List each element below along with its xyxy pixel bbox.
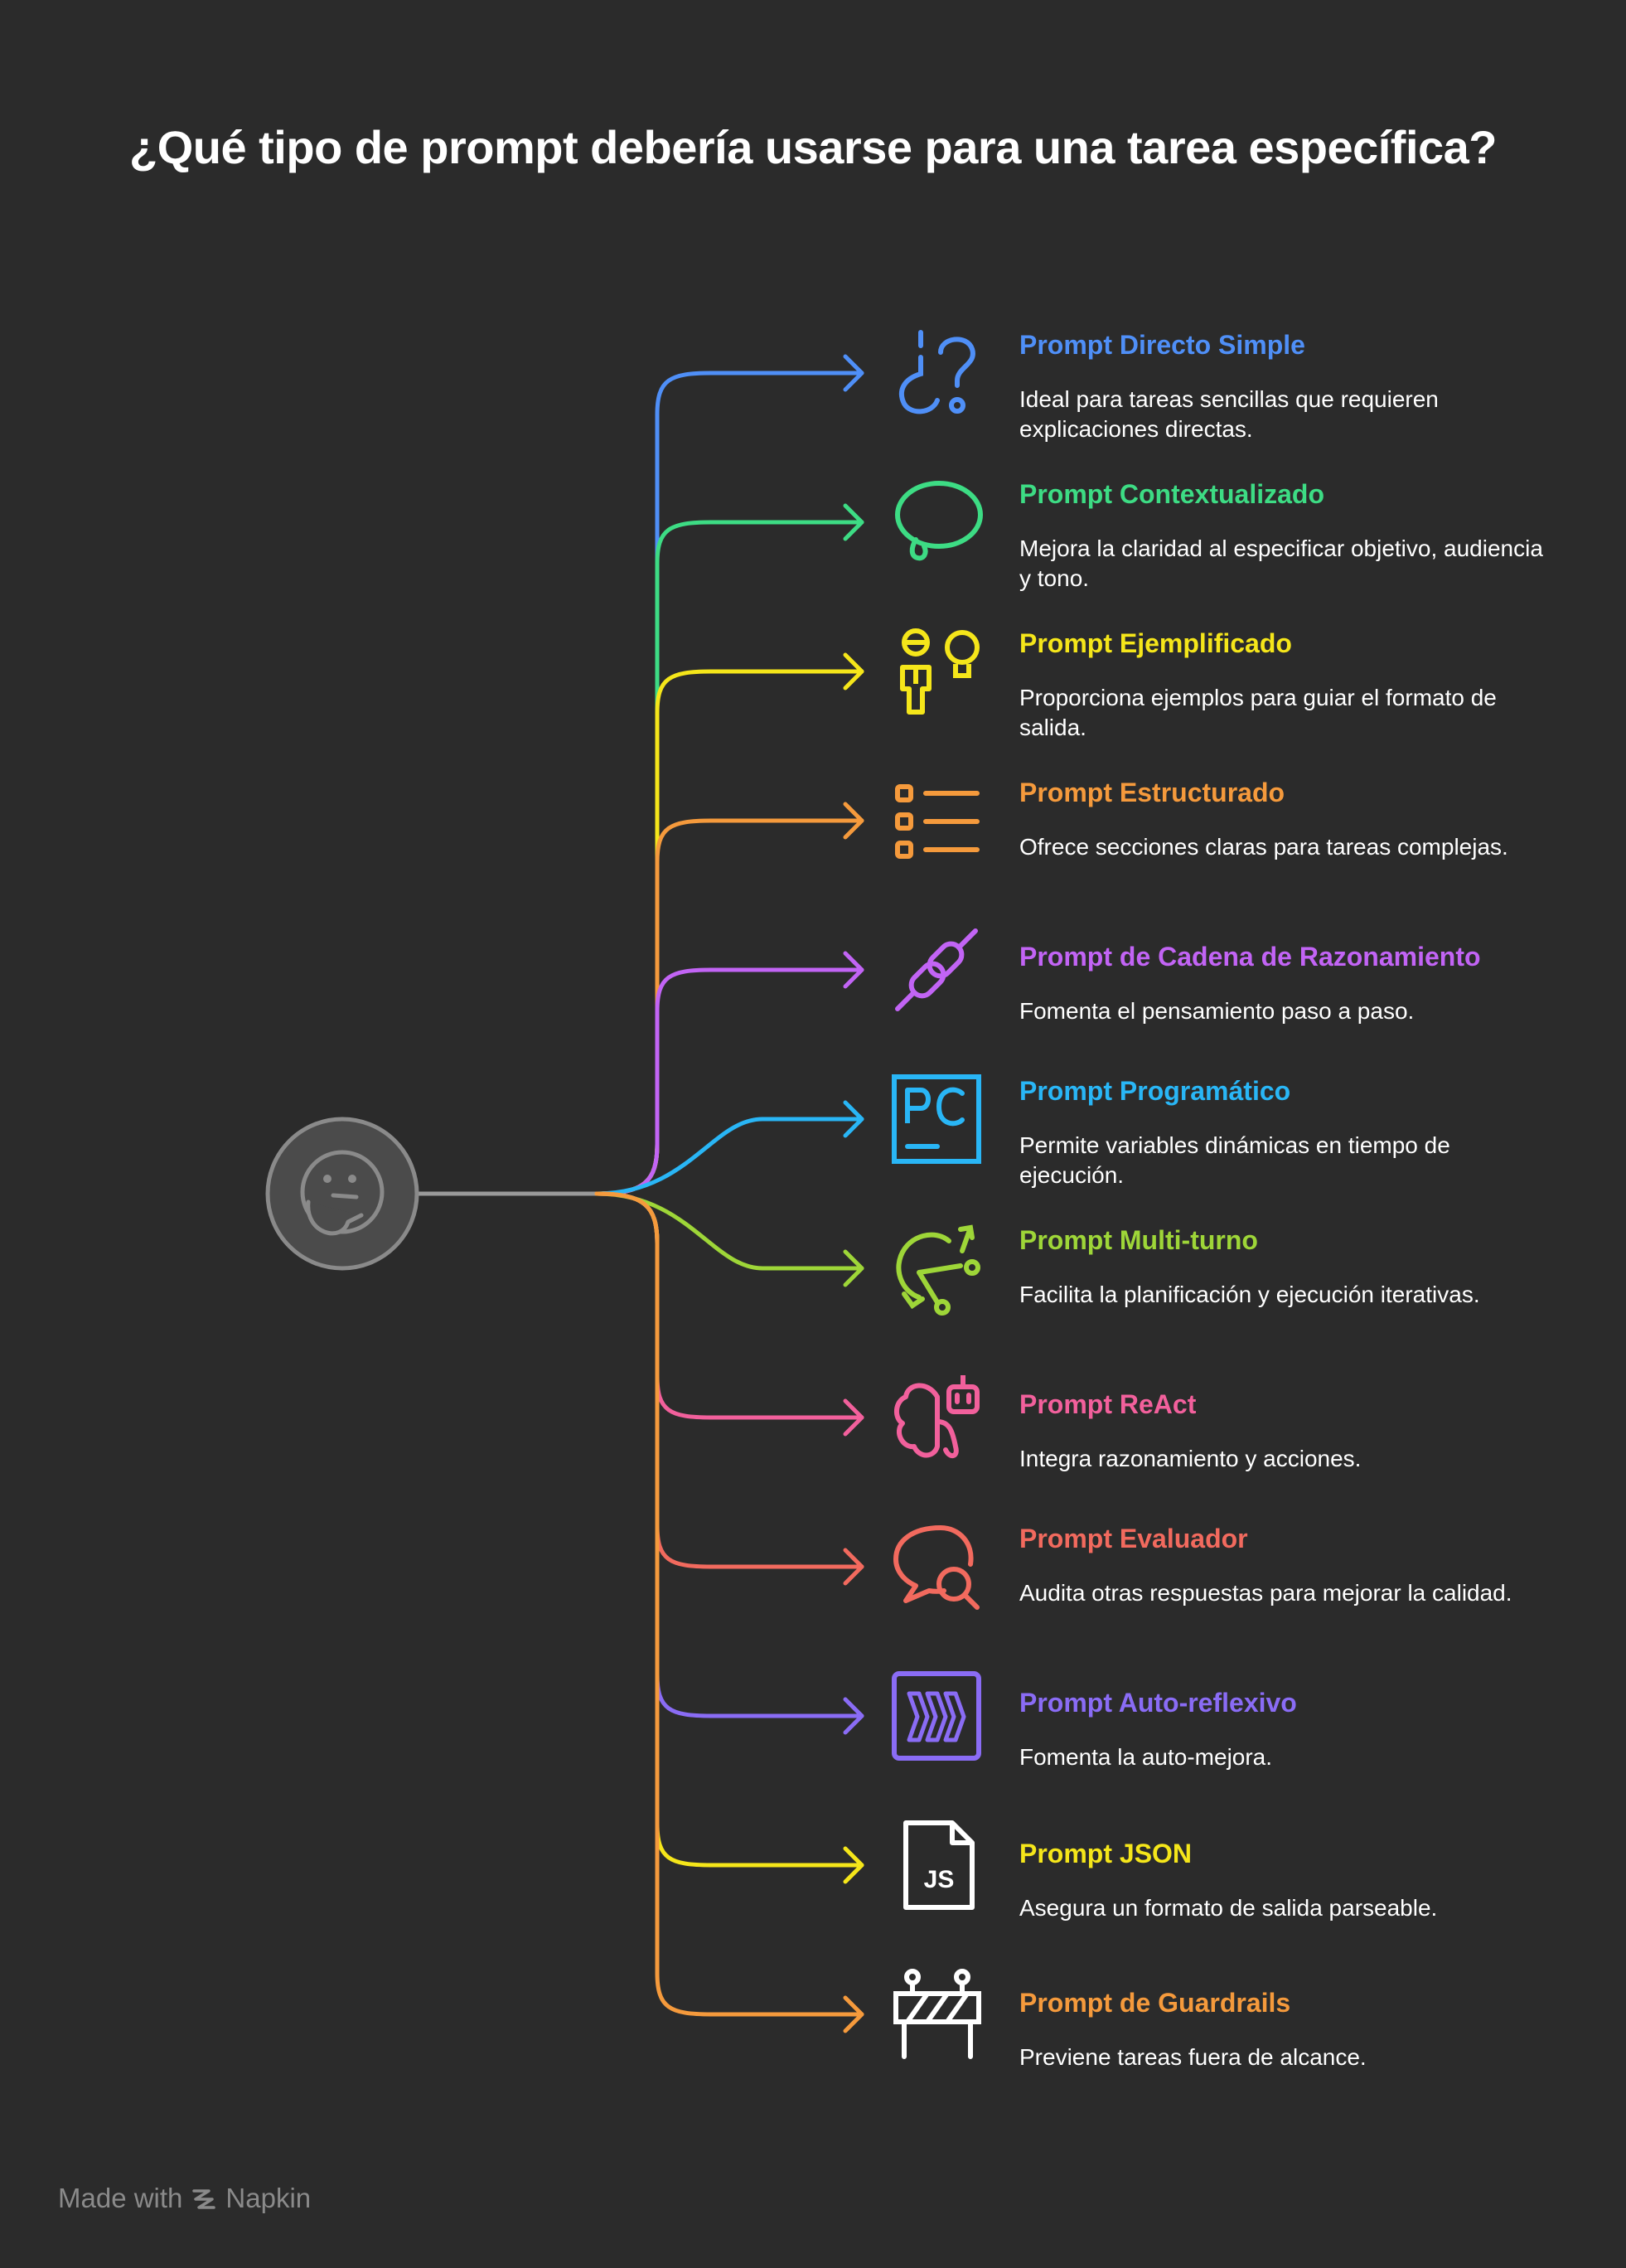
prompt-type-title: Prompt de Cadena de Razonamiento [1019,942,1481,972]
prompt-type-title: Prompt Estructurado [1019,778,1285,807]
page-title: ¿Qué tipo de prompt debería usarse para … [128,121,1498,173]
prompt-type-description: Fomenta el pensamiento paso a paso. [1019,998,1415,1024]
strategy-cycle-icon [891,1223,982,1316]
branch-1 [594,354,864,1196]
prompt-type-description: Fomenta la auto-mejora. [1019,1744,1273,1770]
prompt-type-description: Permite variables dinámicas en tiempo de… [1019,1132,1450,1188]
person-idea-icon [891,626,982,717]
branch-line [594,1191,864,2017]
arrow-head [843,354,864,392]
brain-robot-icon [891,1372,982,1463]
branch-6 [594,1100,864,1196]
chat-search-icon [891,1521,982,1612]
arrow-head [843,1697,864,1735]
branch-4 [594,802,864,1196]
branch-8 [594,1191,864,1437]
branch-2 [594,503,864,1196]
prompt-type-title: Prompt JSON [1019,1839,1193,1868]
branch-line [594,1191,864,1271]
branch-line [594,669,864,1196]
prompt-type-description: Ofrece secciones claras para tareas comp… [1019,834,1508,860]
arrow-head [843,652,864,691]
prompt-type-title: Prompt de Guardrails [1019,1988,1291,2018]
branch-line [594,818,864,1196]
prompt-type-title: Prompt Programático [1019,1076,1291,1106]
prompt-type-description: Mejora la claridad al especificar objeti… [1019,536,1543,591]
arrow-head [843,1846,864,1884]
prompt-type-title: Prompt Auto-reflexivo [1019,1688,1297,1718]
arrow-head [843,802,864,840]
question-marks-icon [891,327,982,419]
chain-link-icon [891,924,982,1015]
branch-5 [594,951,864,1196]
arrow-head [843,1398,864,1437]
branch-line [594,520,864,1196]
forward-arrows-icon [891,1670,982,1762]
napkin-brand[interactable]: Napkin [191,2183,311,2214]
prompt-type-description: Facilita la planificación y ejecución it… [1019,1282,1480,1307]
branch-11 [594,1191,864,1884]
branch-10 [594,1191,864,1735]
arrow-head [843,1100,864,1138]
branch-3 [594,652,864,1196]
arrow-head [843,1995,864,2033]
arrow-head [843,951,864,989]
prompt-type-title: Prompt Evaluador [1019,1524,1248,1553]
branch-line [594,1191,864,1420]
prompt-type-title: Prompt ReAct [1019,1389,1197,1419]
branch-line [594,1191,864,1569]
thinking-face-icon [265,1117,419,1271]
branch-9 [594,1191,864,1586]
prompt-type-description: Integra razonamiento y acciones. [1019,1446,1362,1471]
branch-7 [594,1191,864,1287]
branch-line [594,1117,864,1196]
checklist-icon [891,775,982,866]
branch-12 [594,1191,864,2033]
prompt-type-description: Ideal para tareas sencillas que requiere… [1019,386,1439,442]
arrow-head [843,1249,864,1287]
branch-line [594,371,864,1196]
branch-line [594,1191,864,1718]
prompt-type-title: Prompt Ejemplificado [1019,628,1292,658]
prompt-type-title: Prompt Directo Simple [1019,330,1305,360]
napkin-label: Napkin [225,2183,312,2213]
barrier-icon [891,1969,982,2060]
branch-line [594,967,864,1196]
js-file-icon: JS [891,1820,982,1911]
branch-line [594,1191,864,1868]
prompt-type-description: Asegura un formato de salida parseable. [1019,1895,1438,1921]
prompt-type-description: Previene tareas fuera de alcance. [1019,2044,1367,2070]
arrow-head [843,503,864,541]
footer: Made with Napkin [58,2183,311,2214]
arrow-head [843,1548,864,1586]
prompt-type-title: Prompt Contextualizado [1019,479,1325,509]
speech-bubble-icon [891,477,983,568]
prompt-type-item: Prompt JSON Asegura un formato de salida … [1019,1837,1550,1923]
made-with-label: Made with [58,2183,183,2213]
prompt-type-title: Prompt Multi-turno [1019,1225,1258,1255]
svg-text:JS: JS [924,1866,955,1893]
prompt-type-description: Audita otras respuestas para mejorar la … [1019,1580,1512,1606]
prompt-type-description: Proporciona ejemplos para guiar el forma… [1019,685,1497,740]
pycharm-icon [891,1073,982,1165]
napkin-logo-icon [192,2189,216,2209]
